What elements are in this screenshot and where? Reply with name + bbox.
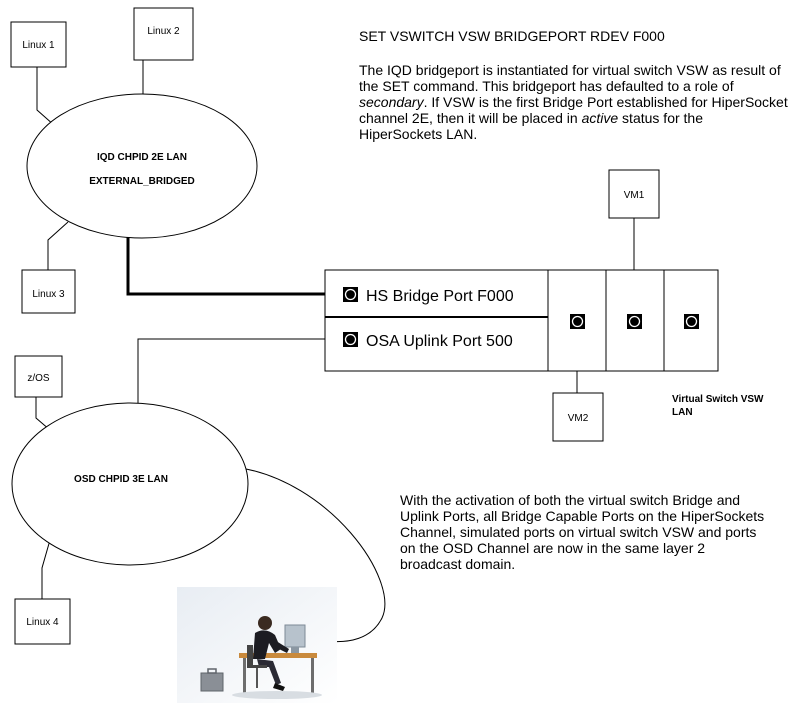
connector-zos <box>35 397 51 431</box>
vswitch-port-vm2 <box>570 314 585 329</box>
iqd-lan-external-label: EXTERNAL_BRIDGED <box>89 176 195 187</box>
vm1-label: VM1 <box>624 190 645 201</box>
vm2-label: VM2 <box>568 413 589 424</box>
vswitch-port-3 <box>684 314 699 329</box>
description-part2: . If VSW is the first Bridge Port establ… <box>359 94 788 126</box>
vswitch-lan-label: LAN <box>672 407 693 418</box>
linux1-label: Linux 1 <box>22 40 55 51</box>
vswitch-port-vm1 <box>627 314 642 329</box>
vm1-node: VM1 <box>608 169 660 219</box>
connector-person <box>234 466 386 643</box>
hs-bridge-port: HS Bridge Port F000 <box>343 287 514 305</box>
zos-label: z/OS <box>27 373 50 384</box>
connector-linux4 <box>41 539 51 599</box>
iqd-lan-label: IQD CHPID 2E LAN <box>97 152 187 163</box>
bridgeport-description: The IQD bridgeport is instantiated for v… <box>359 62 789 142</box>
linux1-node: Linux 1 <box>10 21 67 68</box>
zos-node: z/OS <box>14 355 63 398</box>
iqd-lan-ellipse <box>26 93 258 239</box>
linux2-node: Linux 2 <box>133 7 194 61</box>
broadcast-domain-description: With the activation of both the virtual … <box>400 492 765 572</box>
linux3-label: Linux 3 <box>32 289 65 300</box>
vm2-node: VM2 <box>552 392 604 442</box>
connector-linux3 <box>47 221 69 270</box>
description-part3: status for the HiperSockets LAN. <box>359 110 703 142</box>
vswitch-label: Virtual Switch VSW <box>672 394 764 405</box>
description-part1: The IQD bridgeport is instantiated for v… <box>359 62 781 94</box>
description-active: active <box>581 110 619 126</box>
osa-uplink-port: OSA Uplink Port 500 <box>343 332 513 350</box>
linux4-label: Linux 4 <box>26 617 59 628</box>
connector-osa-uplink <box>137 338 345 420</box>
hs-bridge-port-label: HS Bridge Port F000 <box>366 288 514 305</box>
hs-bridge-link <box>126 225 345 296</box>
linux3-node: Linux 3 <box>21 269 76 314</box>
linux4-node: Linux 4 <box>14 598 71 645</box>
virtual-switch <box>324 269 719 372</box>
linux2-label: Linux 2 <box>147 26 180 37</box>
osd-lan-ellipse <box>11 402 249 566</box>
osd-lan-label: OSD CHPID 3E LAN <box>74 474 168 485</box>
description-secondary: secondary <box>359 94 424 110</box>
osa-uplink-port-label: OSA Uplink Port 500 <box>366 333 513 350</box>
person-at-desk-image <box>177 587 337 703</box>
command-text: SET VSWITCH VSW BRIDGEPORT RDEV F000 <box>359 28 665 44</box>
